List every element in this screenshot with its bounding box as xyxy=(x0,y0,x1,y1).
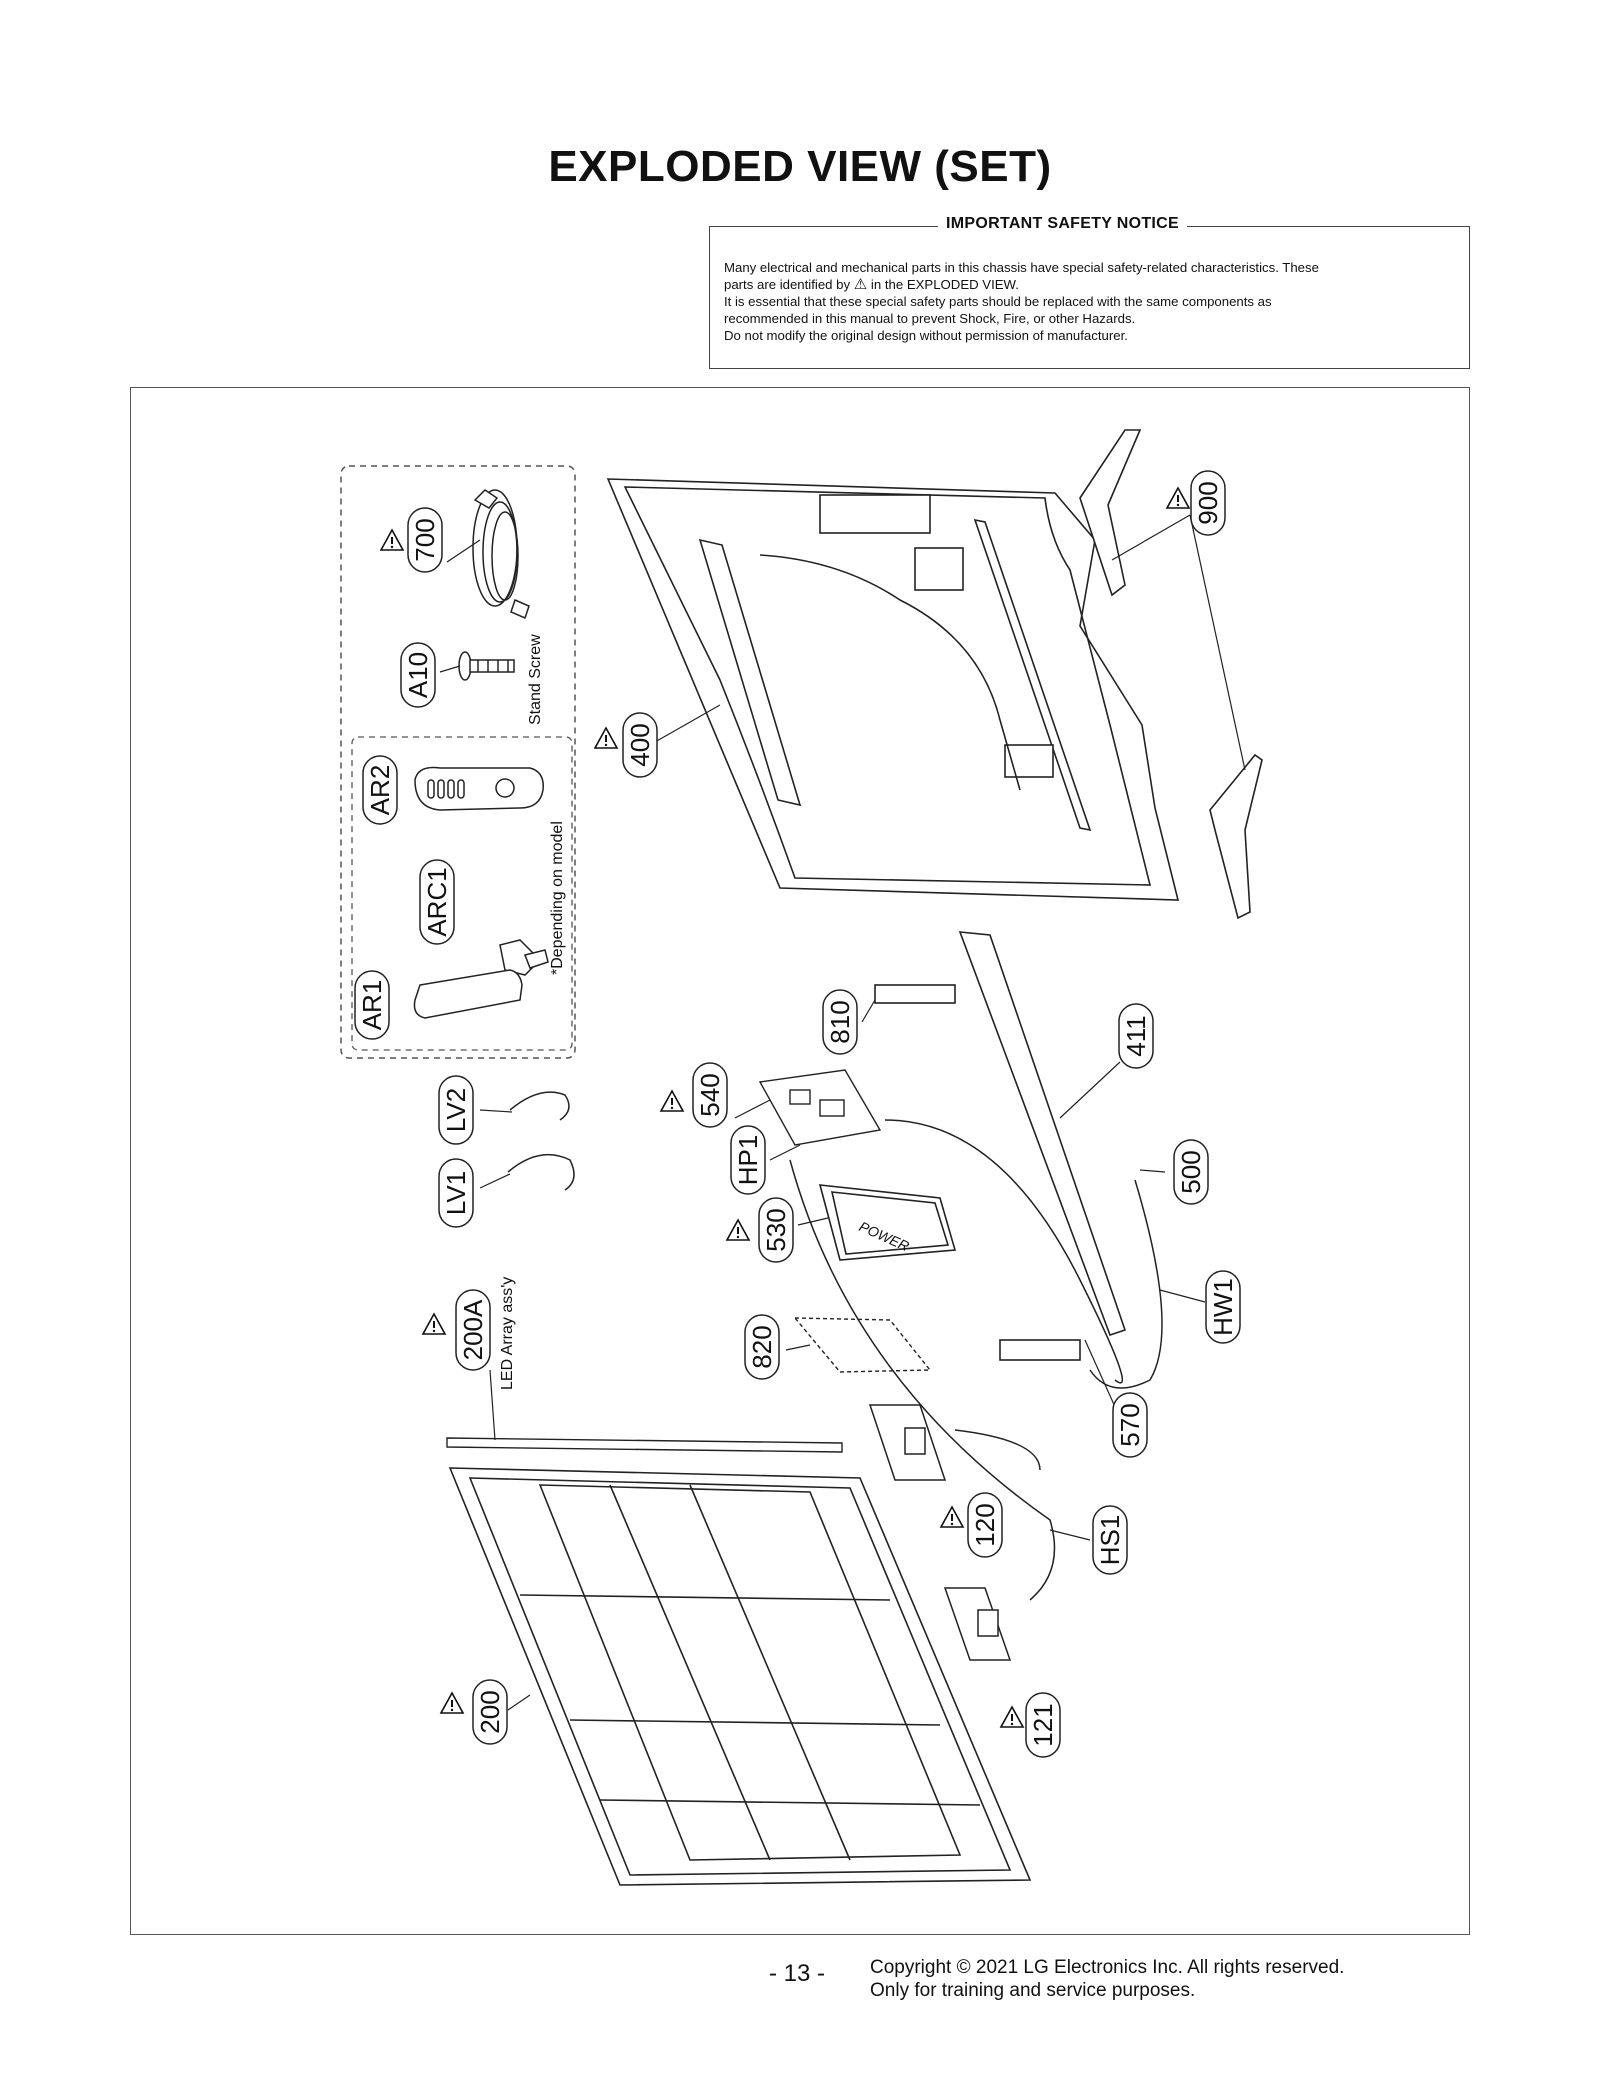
svg-text:810: 810 xyxy=(825,1000,855,1043)
copyright-line-1: Copyright © 2021 LG Electronics Inc. All… xyxy=(870,1957,1345,1978)
part-label-810: 810 xyxy=(822,989,858,1055)
svg-text:700: 700 xyxy=(410,518,440,561)
notice-line-1: Many electrical and mechanical parts in … xyxy=(724,260,1319,275)
warning-icon-200a xyxy=(422,1313,446,1335)
cable-wires-drawing xyxy=(789,1119,1163,1601)
part-label-lv1: LV1 xyxy=(438,1158,474,1228)
part-label-540: 540 xyxy=(692,1062,728,1128)
safety-notice-box: IMPORTANT SAFETY NOTICE Many electrical … xyxy=(709,215,1470,369)
part-label-700: 700 xyxy=(407,507,443,573)
stand-screw-note: Stand Screw xyxy=(527,634,544,725)
svg-text:530: 530 xyxy=(761,1208,791,1251)
part-label-hp1: HP1 xyxy=(730,1125,766,1195)
part-label-400: 400 xyxy=(622,712,658,778)
svg-text:200: 200 xyxy=(475,1690,505,1733)
part-label-200a: 200A xyxy=(455,1289,491,1371)
svg-text:900: 900 xyxy=(1193,481,1223,524)
svg-text:540: 540 xyxy=(695,1073,725,1116)
accessory-box xyxy=(340,465,576,1059)
part-label-570: 570 xyxy=(1112,1392,1148,1458)
speaker-120-drawing xyxy=(868,1404,947,1481)
bracket-frame-drawing xyxy=(874,931,1127,1361)
part-label-411: 411 xyxy=(1118,1003,1154,1069)
remote-option-box xyxy=(351,736,573,1051)
warning-icon-120 xyxy=(940,1506,964,1528)
page-title: EXPLODED VIEW (SET) xyxy=(548,142,1052,191)
depending-on-model-note: *Depending on model xyxy=(549,821,566,975)
part-label-hs1: HS1 xyxy=(1092,1505,1128,1575)
warning-icon-530 xyxy=(726,1219,750,1241)
led-array-note: LED Array ass'y xyxy=(499,1277,516,1390)
part-label-lv2: LV2 xyxy=(438,1075,474,1145)
svg-text:400: 400 xyxy=(625,723,655,766)
copyright-notice: Copyright © 2021 LG Electronics Inc. All… xyxy=(870,1956,1344,2002)
leader-lines xyxy=(439,514,1246,1711)
stand-screw-drawing xyxy=(458,651,515,681)
warning-triangle-icon: ⚠ xyxy=(853,276,868,293)
part-label-121: 121 xyxy=(1025,1692,1061,1758)
warning-icon-900 xyxy=(1166,487,1190,509)
svg-text:411: 411 xyxy=(1121,1015,1151,1056)
part-label-arc1: ARC1 xyxy=(419,859,455,945)
part-label-530: 530 xyxy=(758,1197,794,1263)
svg-text:ARC1: ARC1 xyxy=(422,867,452,936)
svg-text:820: 820 xyxy=(747,1325,777,1368)
copyright-line-2: Only for training and service purposes. xyxy=(870,1980,1196,2001)
warning-icon-400 xyxy=(594,727,618,749)
notice-line-2b: in the EXPLODED VIEW. xyxy=(870,277,1019,292)
part-label-ar2: AR2 xyxy=(362,755,398,825)
back-cover-drawing xyxy=(606,478,1180,901)
svg-text:HW1: HW1 xyxy=(1208,1278,1238,1336)
part-label-ar1: AR1 xyxy=(354,970,390,1040)
warning-icon-200 xyxy=(440,1692,464,1714)
svg-text:HP1: HP1 xyxy=(733,1135,763,1186)
part-label-820: 820 xyxy=(744,1314,780,1380)
part-label-a10: A10 xyxy=(400,642,436,708)
speaker-121-drawing xyxy=(943,1587,1012,1661)
svg-text:HS1: HS1 xyxy=(1095,1515,1125,1566)
svg-text:121: 121 xyxy=(1028,1703,1058,1746)
warning-icon-700 xyxy=(380,529,404,551)
main-board-drawing xyxy=(758,1069,882,1146)
part-label-200: 200 xyxy=(472,1679,508,1745)
part-labels: 700 A10 AR2 ARC1 AR1 400 900 LV2 LV1 540… xyxy=(354,470,1241,1758)
power-board-drawing: POWER xyxy=(818,1184,957,1261)
notice-line-3: It is essential that these special safet… xyxy=(724,294,1272,309)
part-label-hw1: HW1 xyxy=(1205,1270,1241,1344)
part-label-500: 500 xyxy=(1173,1139,1209,1205)
panel-assembly-drawing xyxy=(448,1467,1032,1886)
led-array-drawing xyxy=(446,1437,843,1453)
lvds-cable-drawing xyxy=(507,1091,575,1191)
svg-text:120: 120 xyxy=(970,1503,1000,1546)
magic-remote-drawing xyxy=(414,766,544,811)
safety-notice-body: Many electrical and mechanical parts in … xyxy=(724,259,1455,344)
safety-notice-heading: IMPORTANT SAFETY NOTICE xyxy=(938,215,1187,233)
notice-line-2: parts are identified by ⚠ in the EXPLODE… xyxy=(724,276,1455,293)
standard-remote-drawing xyxy=(413,969,523,1019)
power-cord-drawing xyxy=(472,489,530,620)
exploded-view-frame xyxy=(130,387,1470,1935)
svg-text:570: 570 xyxy=(1115,1403,1145,1446)
svg-text:LV1: LV1 xyxy=(441,1171,471,1215)
stand-drawing xyxy=(1079,429,1263,920)
svg-text:A10: A10 xyxy=(403,652,433,698)
notice-line-2a: parts are identified by xyxy=(724,277,851,292)
svg-text:AR1: AR1 xyxy=(357,980,387,1031)
notice-line-4: recommended in this manual to prevent Sh… xyxy=(724,311,1136,326)
page-number: - 13 - xyxy=(769,1960,826,1987)
svg-text:LV2: LV2 xyxy=(441,1088,471,1132)
svg-text:200A: 200A xyxy=(458,1299,488,1360)
svg-text:500: 500 xyxy=(1176,1150,1206,1193)
part-label-120: 120 xyxy=(967,1492,1003,1558)
svg-text:AR2: AR2 xyxy=(365,765,395,816)
notice-line-5: Do not modify the original design withou… xyxy=(724,328,1128,343)
warning-icon-121 xyxy=(1000,1706,1024,1728)
remote-cover-drawing xyxy=(499,939,549,976)
warning-icon-540 xyxy=(660,1090,684,1112)
part-label-900: 900 xyxy=(1190,470,1226,536)
